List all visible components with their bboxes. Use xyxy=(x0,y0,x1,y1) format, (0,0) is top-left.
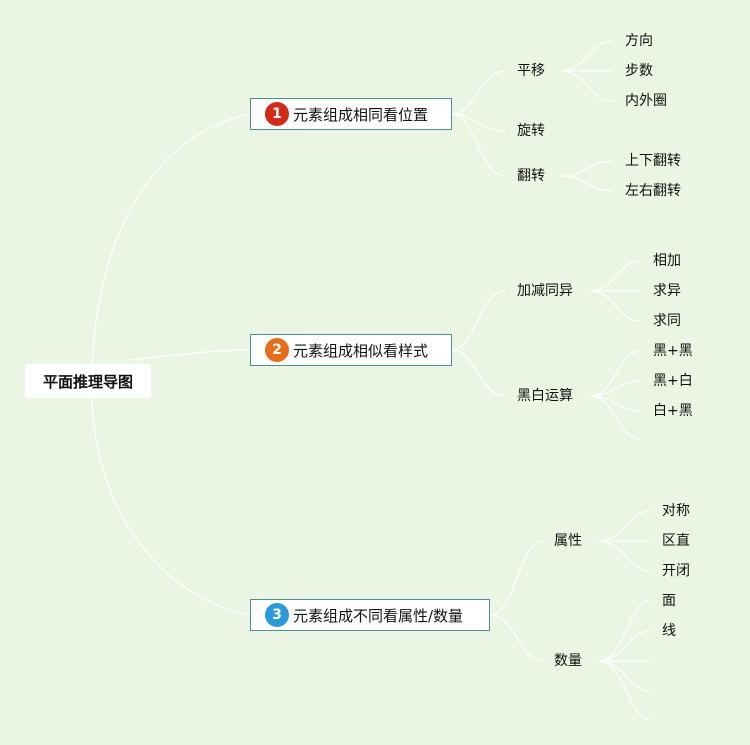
connector xyxy=(597,630,651,662)
connector xyxy=(451,113,506,132)
leaf-black-black[interactable]: 黑+黑 xyxy=(653,343,693,359)
connector xyxy=(489,540,543,616)
leaf-face[interactable]: 面 xyxy=(662,593,676,609)
leaf-horizontal-flip[interactable]: 左右翻转 xyxy=(625,183,681,199)
leaf-line[interactable]: 线 xyxy=(662,623,676,639)
leaf-open-closed[interactable]: 开闭 xyxy=(662,563,690,579)
leaf-white-black[interactable]: 白+黑 xyxy=(653,403,693,419)
connector xyxy=(561,40,614,72)
connector xyxy=(451,70,506,115)
branch-1-node[interactable]: 1 元素组成相同看位置 xyxy=(250,98,452,130)
connector xyxy=(561,70,614,102)
connector xyxy=(91,113,251,365)
connector xyxy=(597,660,651,720)
number-3-badge: 3 xyxy=(265,603,289,627)
group-attribute[interactable]: 属性 xyxy=(554,533,582,549)
connector xyxy=(561,175,614,192)
connector xyxy=(589,380,641,397)
leaf-add[interactable]: 相加 xyxy=(653,253,681,269)
root-node[interactable]: 平面推理导图 xyxy=(25,364,151,398)
group-quantity[interactable]: 数量 xyxy=(554,653,582,669)
connector xyxy=(451,290,506,351)
group-add-subtract[interactable]: 加减同异 xyxy=(517,283,573,299)
connector xyxy=(597,540,651,572)
leaf-direction[interactable]: 方向 xyxy=(625,33,653,49)
group-flip[interactable]: 翻转 xyxy=(517,168,545,184)
leaf-find-same[interactable]: 求同 xyxy=(653,313,681,329)
leaf-curve-straight[interactable]: 区直 xyxy=(662,533,690,549)
connector xyxy=(489,614,543,662)
connector xyxy=(597,510,651,542)
branch-3-label: 元素组成不同看属性/数量 xyxy=(293,606,464,625)
connector xyxy=(91,397,251,616)
leaf-inner-outer-ring[interactable]: 内外圈 xyxy=(625,93,667,109)
leaf-black-white[interactable]: 黑+白 xyxy=(653,373,693,389)
leaf-symmetry[interactable]: 对称 xyxy=(662,503,690,519)
connector xyxy=(589,395,641,440)
branch-2-node[interactable]: 2 元素组成相似看样式 xyxy=(250,334,452,366)
leaf-steps[interactable]: 步数 xyxy=(625,63,653,79)
connector xyxy=(589,290,641,322)
number-2-badge: 2 xyxy=(265,338,289,362)
leaf-vertical-flip[interactable]: 上下翻转 xyxy=(625,153,681,169)
connector xyxy=(451,113,506,177)
group-rotate[interactable]: 旋转 xyxy=(517,123,545,139)
connector xyxy=(589,350,641,397)
leaf-find-difference[interactable]: 求异 xyxy=(653,283,681,299)
connector xyxy=(451,349,506,397)
connector xyxy=(597,600,651,662)
branch-2-label: 元素组成相似看样式 xyxy=(293,341,429,360)
branch-1-label: 元素组成相同看位置 xyxy=(293,105,429,124)
connector xyxy=(589,395,641,412)
number-1-badge: 1 xyxy=(265,102,289,126)
group-translate[interactable]: 平移 xyxy=(517,63,545,79)
root-label: 平面推理导图 xyxy=(42,372,133,391)
group-black-white[interactable]: 黑白运算 xyxy=(517,388,573,404)
connector xyxy=(589,260,641,292)
connector xyxy=(129,349,251,361)
branch-3-node[interactable]: 3 元素组成不同看属性/数量 xyxy=(250,599,490,631)
connector xyxy=(561,160,614,177)
